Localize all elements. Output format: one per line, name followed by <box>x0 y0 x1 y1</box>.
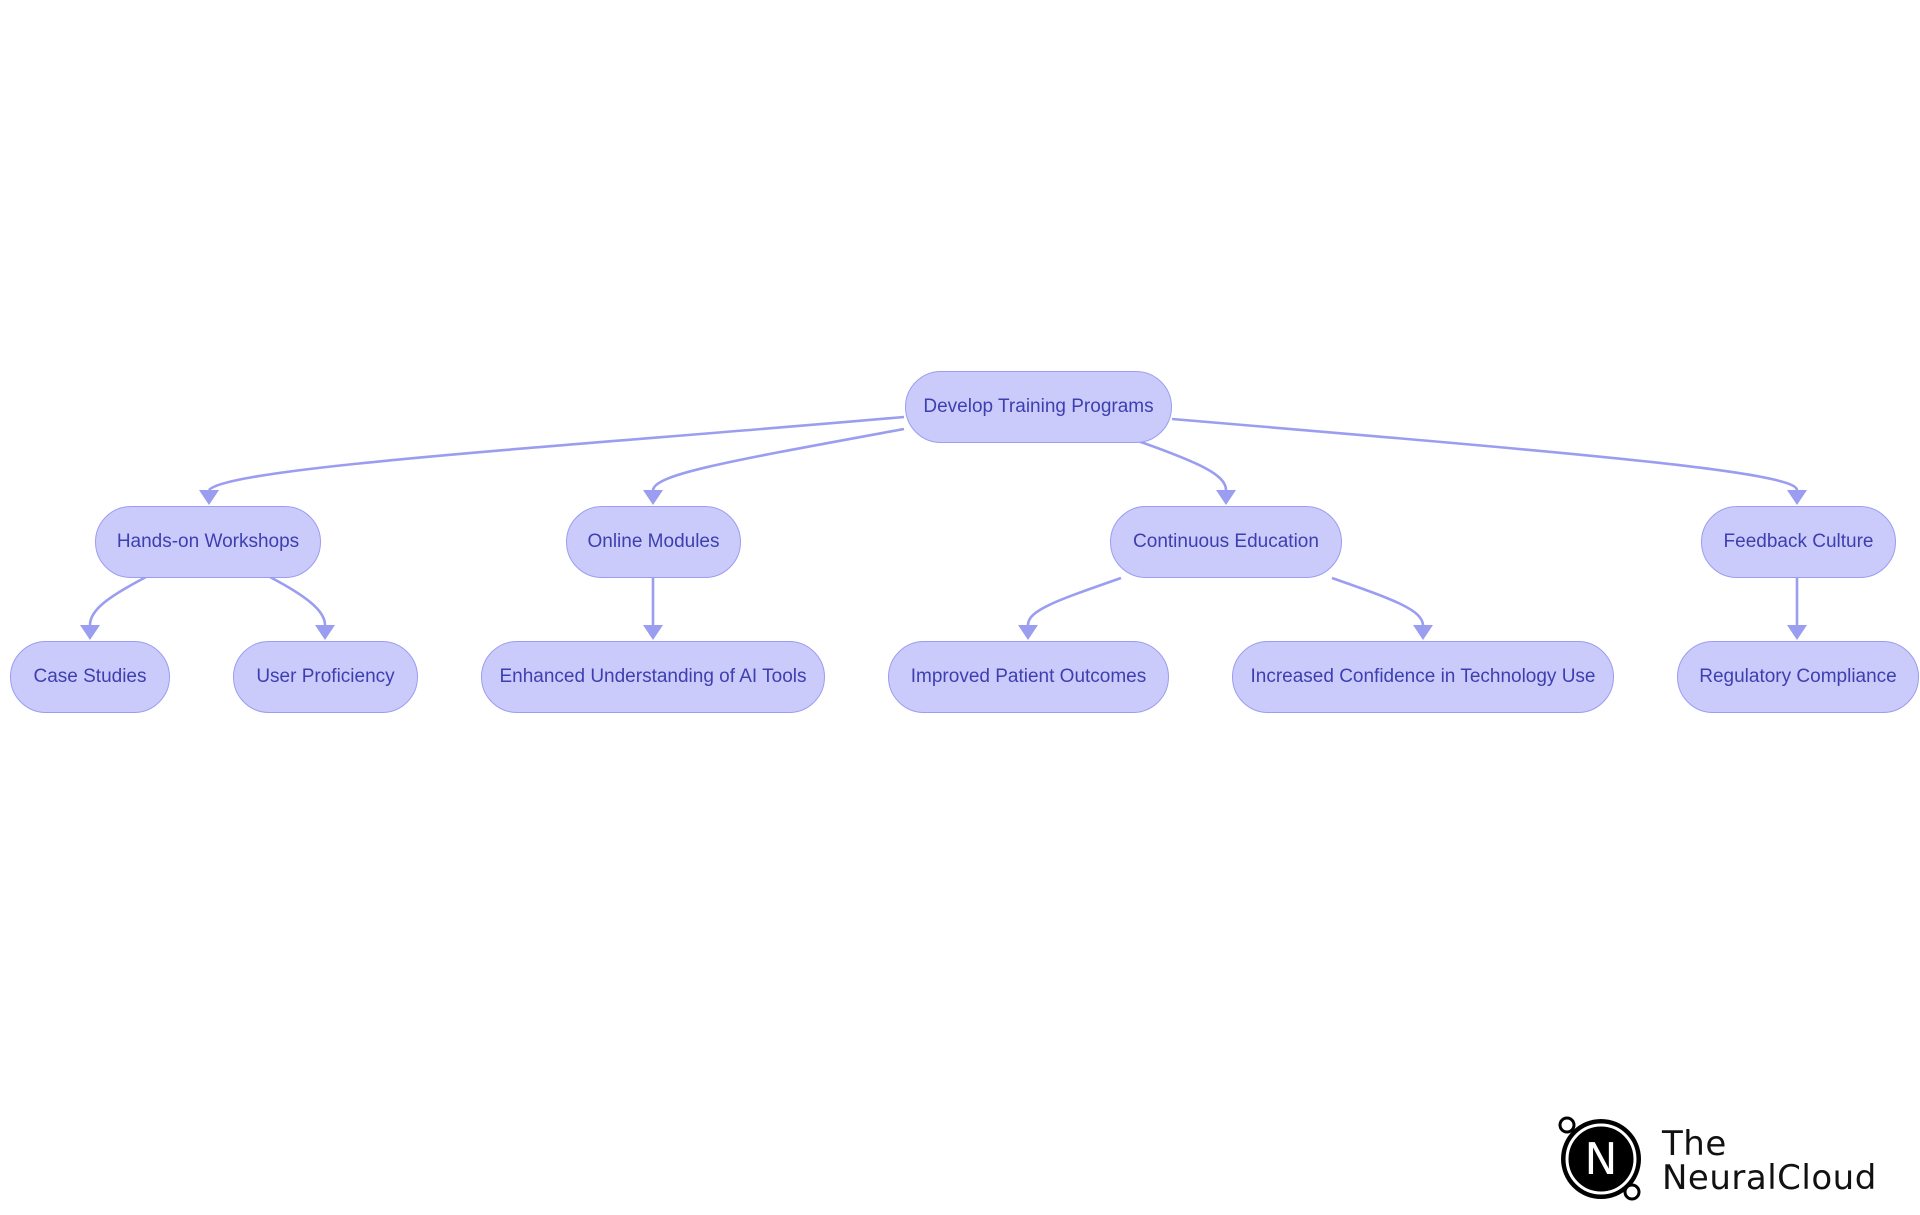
edge-education-confidence <box>1331 576 1425 626</box>
edge-root-feedback <box>1171 417 1799 491</box>
brand-logo-block: N The NeuralCloud <box>1555 1113 1895 1205</box>
logo-letter: N <box>1585 1134 1618 1185</box>
arrowhead-modules <box>643 490 663 505</box>
edge-root-modules <box>651 427 905 491</box>
arrowhead-workshops <box>199 490 219 505</box>
arrowhead-feedback <box>1787 490 1807 505</box>
edge-workshops-proficiency <box>269 575 327 626</box>
neuralcloud-logo-icon: N <box>1558 1116 1641 1201</box>
node-improved-patient-outcomes[interactable]: Improved Patient Outcomes <box>888 641 1169 713</box>
arrowhead-compliance <box>1787 625 1807 640</box>
arrowhead-confidence <box>1413 625 1433 640</box>
node-online-modules[interactable]: Online Modules <box>566 506 741 578</box>
node-continuous-education[interactable]: Continuous Education <box>1110 506 1342 578</box>
node-enhanced-understanding-of-ai-tools[interactable]: Enhanced Understanding of AI Tools <box>481 641 825 713</box>
edge-root-education <box>1137 439 1228 491</box>
node-increased-confidence-in-technology-use[interactable]: Increased Confidence in Technology Use <box>1232 641 1614 713</box>
edge-workshops-case <box>88 575 147 626</box>
brand-wordmark: The NeuralCloud <box>1662 1127 1877 1195</box>
edge-root-workshops <box>208 415 905 491</box>
node-user-proficiency[interactable]: User Proficiency <box>233 641 418 713</box>
node-hands-on-workshops[interactable]: Hands-on Workshops <box>95 506 321 578</box>
brand-line-2: NeuralCloud <box>1662 1158 1877 1198</box>
arrowhead-outcomes <box>1018 625 1038 640</box>
arrowhead-understanding <box>643 625 663 640</box>
node-feedback-culture[interactable]: Feedback Culture <box>1701 506 1896 578</box>
brand-line-1: The <box>1662 1124 1727 1164</box>
node-case-studies[interactable]: Case Studies <box>10 641 170 713</box>
edge-education-outcomes <box>1026 576 1122 626</box>
node-regulatory-compliance[interactable]: Regulatory Compliance <box>1677 641 1919 713</box>
arrowhead-case <box>80 625 100 640</box>
arrowhead-education <box>1216 490 1236 505</box>
node-develop-training-programs[interactable]: Develop Training Programs <box>905 371 1172 443</box>
arrowhead-proficiency <box>315 625 335 640</box>
